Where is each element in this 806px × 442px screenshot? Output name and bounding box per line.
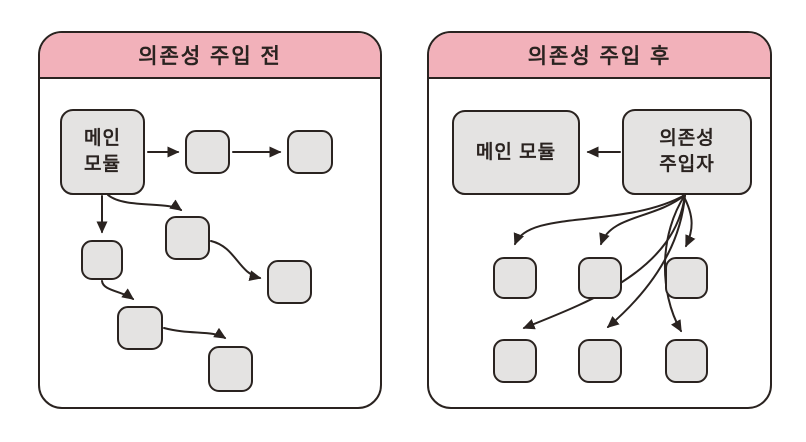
arrow-injector-to-dep-r1c2 — [599, 194, 686, 246]
main-module-box: 메인 모듈 — [60, 109, 145, 195]
dependency-box — [665, 257, 708, 299]
dependency-injector-box: 의존성 주입자 — [622, 109, 752, 195]
panel-before-di: 의존성 주입 전 메인 모듈 — [38, 31, 382, 409]
dependency-box — [165, 216, 210, 260]
dependency-box — [287, 130, 333, 174]
main-module-label: 메인 모듈 — [475, 141, 557, 163]
arrow-injector-to-dep-r1c3 — [682, 194, 696, 248]
dependency-box — [578, 257, 622, 299]
injector-label-line1: 의존성 — [659, 128, 715, 150]
panel-after-title: 의존성 주입 후 — [527, 45, 672, 68]
arrow-depA-to-depD — [101, 280, 135, 300]
dependency-box — [81, 240, 123, 280]
dependency-box — [267, 260, 312, 304]
dependency-box — [185, 130, 230, 174]
dependency-box — [208, 346, 253, 392]
panel-after-header: 의존성 주입 후 — [429, 33, 770, 79]
dependency-box — [493, 257, 537, 299]
main-module-label-line1: 메인 — [84, 128, 121, 150]
panel-before-header: 의존성 주입 전 — [40, 33, 380, 79]
arrow-depD-to-depE — [163, 327, 227, 339]
arrow-depB-to-depC — [210, 240, 262, 282]
dependency-box — [117, 306, 163, 350]
main-module-label-line2: 모듈 — [84, 154, 121, 175]
dependency-box — [493, 339, 537, 383]
injector-label-line2: 주입자 — [659, 154, 715, 175]
dependency-box — [665, 339, 708, 383]
arrow-main-to-depB — [107, 194, 183, 211]
arrow-injector-to-dep-r1c1 — [513, 194, 686, 246]
dependency-box — [578, 339, 622, 383]
panel-before-title: 의존성 주입 전 — [138, 45, 282, 68]
main-module-box: 메인 모듈 — [452, 110, 580, 195]
panel-after-di: 의존성 주입 후 메인 모듈 의존성 주입자 — [427, 31, 772, 409]
